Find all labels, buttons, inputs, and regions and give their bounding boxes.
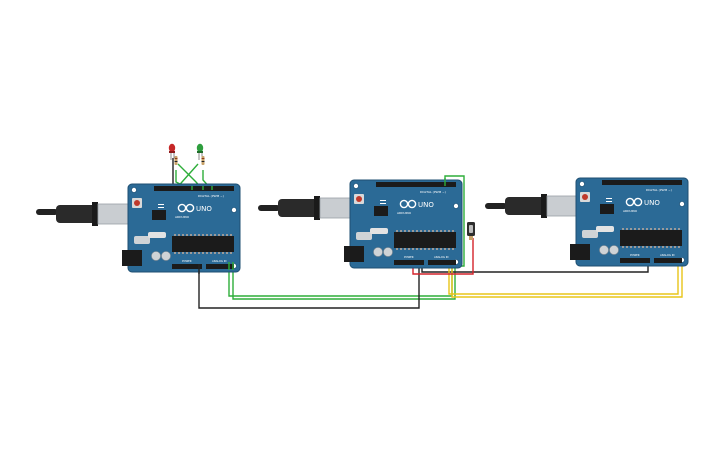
usb-cable-2[interactable] [258,196,357,220]
board-1-power-label: POWER [182,259,192,263]
arduino-board-1[interactable]: UNO ARDUINO DIGITAL (PWM ~) POWER ANALOG… [121,183,241,273]
board-2-logo-text: UNO [418,201,434,209]
wire-black-ground-1[interactable] [198,264,420,309]
usb-cable-1[interactable] [36,202,135,226]
board-3-brand-text: ARDUINO [623,209,638,213]
board-2-analog-label: ANALOG IN [434,255,448,259]
board-1-analog-label: ANALOG IN [212,259,226,263]
board-2-power-label: POWER [404,255,414,259]
wire-yellow-2[interactable] [451,262,683,298]
board-2-digital-label: DIGITAL (PWM ~) [420,190,446,194]
wire-overlays [191,178,446,274]
wire-green-2[interactable] [232,262,456,300]
board-3-power-label: POWER [630,253,640,257]
board-3-logo-text: UNO [644,199,660,207]
wire-yellow-1[interactable] [448,262,679,295]
board-3-analog-label: ANALOG IN [660,253,674,257]
wire-led-lines [191,186,213,190]
resistor-red-led[interactable] [174,156,178,165]
board-2-brand-text: ARDUINO [397,211,412,215]
arduino-board-3[interactable]: UNO ARDUINO DIGITAL (PWM ~) POWER ANALOG… [569,177,689,267]
usb-cable-3[interactable] [485,194,584,218]
resistor-green-led[interactable] [201,156,205,165]
led-red[interactable] [168,143,176,160]
board-1-logo-text: UNO [196,205,212,213]
arduino-board-2[interactable]: UNO ARDUINO DIGITAL (PWM ~) POWER ANALOG… [343,179,463,269]
pushbutton[interactable] [467,222,475,240]
board-1-digital-label: DIGITAL (PWM ~) [198,194,224,198]
board-3-digital-label: DIGITAL (PWM ~) [646,188,672,192]
board-1-brand-text: ARDUINO [175,215,190,219]
